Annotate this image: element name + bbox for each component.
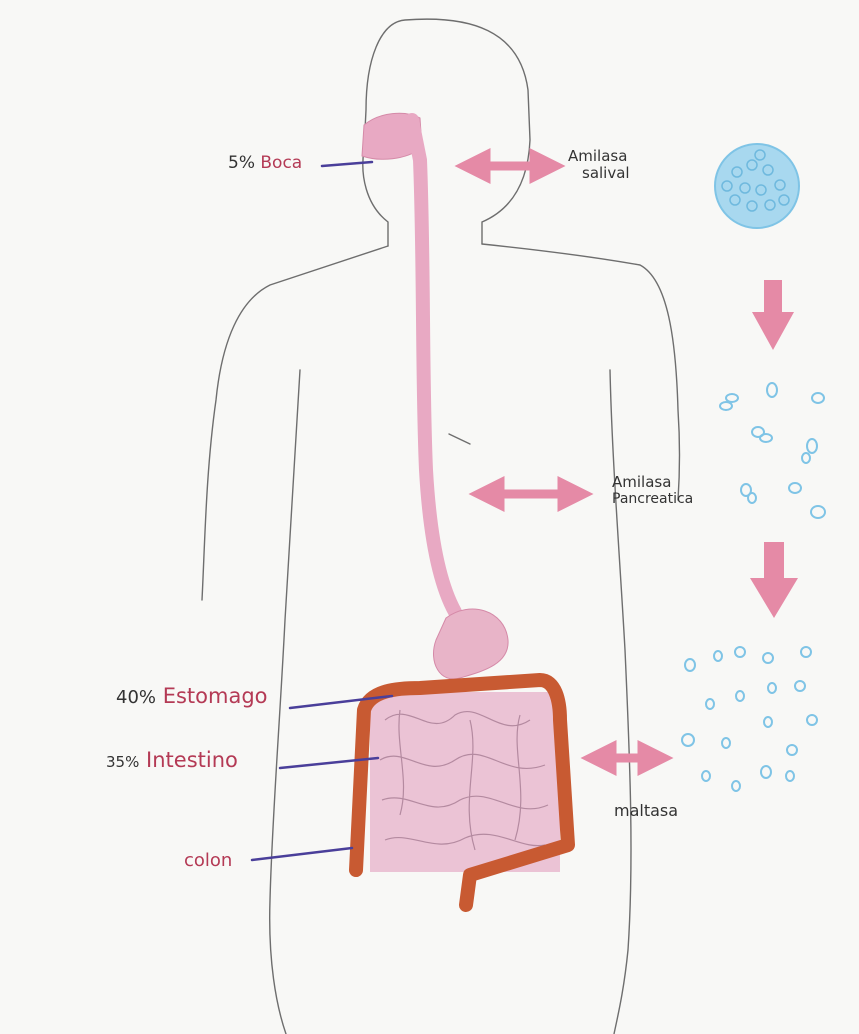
- colon-organ: colon: [184, 850, 232, 871]
- estomago-percent: 40%: [116, 687, 156, 708]
- boca-organ: Boca: [260, 153, 302, 173]
- pencil-mark: [449, 434, 470, 444]
- amilasa-pancreatica-label: Amilasa Pancreatica: [612, 474, 693, 508]
- estomago-label: 40% Estomago: [116, 684, 268, 708]
- maltasa-label: maltasa: [614, 802, 678, 819]
- intestino-percent: 35%: [106, 753, 139, 771]
- right-torso: [610, 370, 631, 1034]
- left-shoulder: [202, 246, 388, 600]
- estomago-organ: Estomago: [163, 684, 268, 708]
- glucose-molecules-icon: [682, 647, 817, 791]
- left-torso: [270, 370, 300, 1034]
- stomach: [433, 609, 508, 679]
- intestino-label: 35% Intestino: [106, 748, 238, 772]
- intestino-organ: Intestino: [146, 748, 238, 772]
- right-shoulder: [482, 244, 680, 500]
- amilasa-pancreatica-line1: Amilasa: [612, 474, 693, 491]
- amilasa-salival-line2: salival: [568, 165, 630, 182]
- down-arrow-1: [752, 280, 794, 350]
- boca-label: 5% Boca: [228, 153, 302, 173]
- boca-pointer: [322, 162, 372, 166]
- starch-fragments-icon: [720, 383, 825, 518]
- colon-label: colon: [184, 850, 232, 871]
- maltasa-line1: maltasa: [614, 802, 678, 819]
- colon-pointer: [252, 848, 352, 860]
- amilasa-salival-label: Amilasa salival: [568, 148, 630, 182]
- down-arrow-2: [750, 542, 798, 618]
- amilasa-salival-line1: Amilasa: [568, 148, 630, 165]
- esophagus: [412, 120, 455, 612]
- amilasa-pancreatica-line2: Pancreatica: [612, 491, 693, 508]
- starch-cluster-icon: [715, 144, 799, 228]
- enzyme-arrows: [468, 166, 660, 758]
- boca-percent: 5%: [228, 153, 255, 173]
